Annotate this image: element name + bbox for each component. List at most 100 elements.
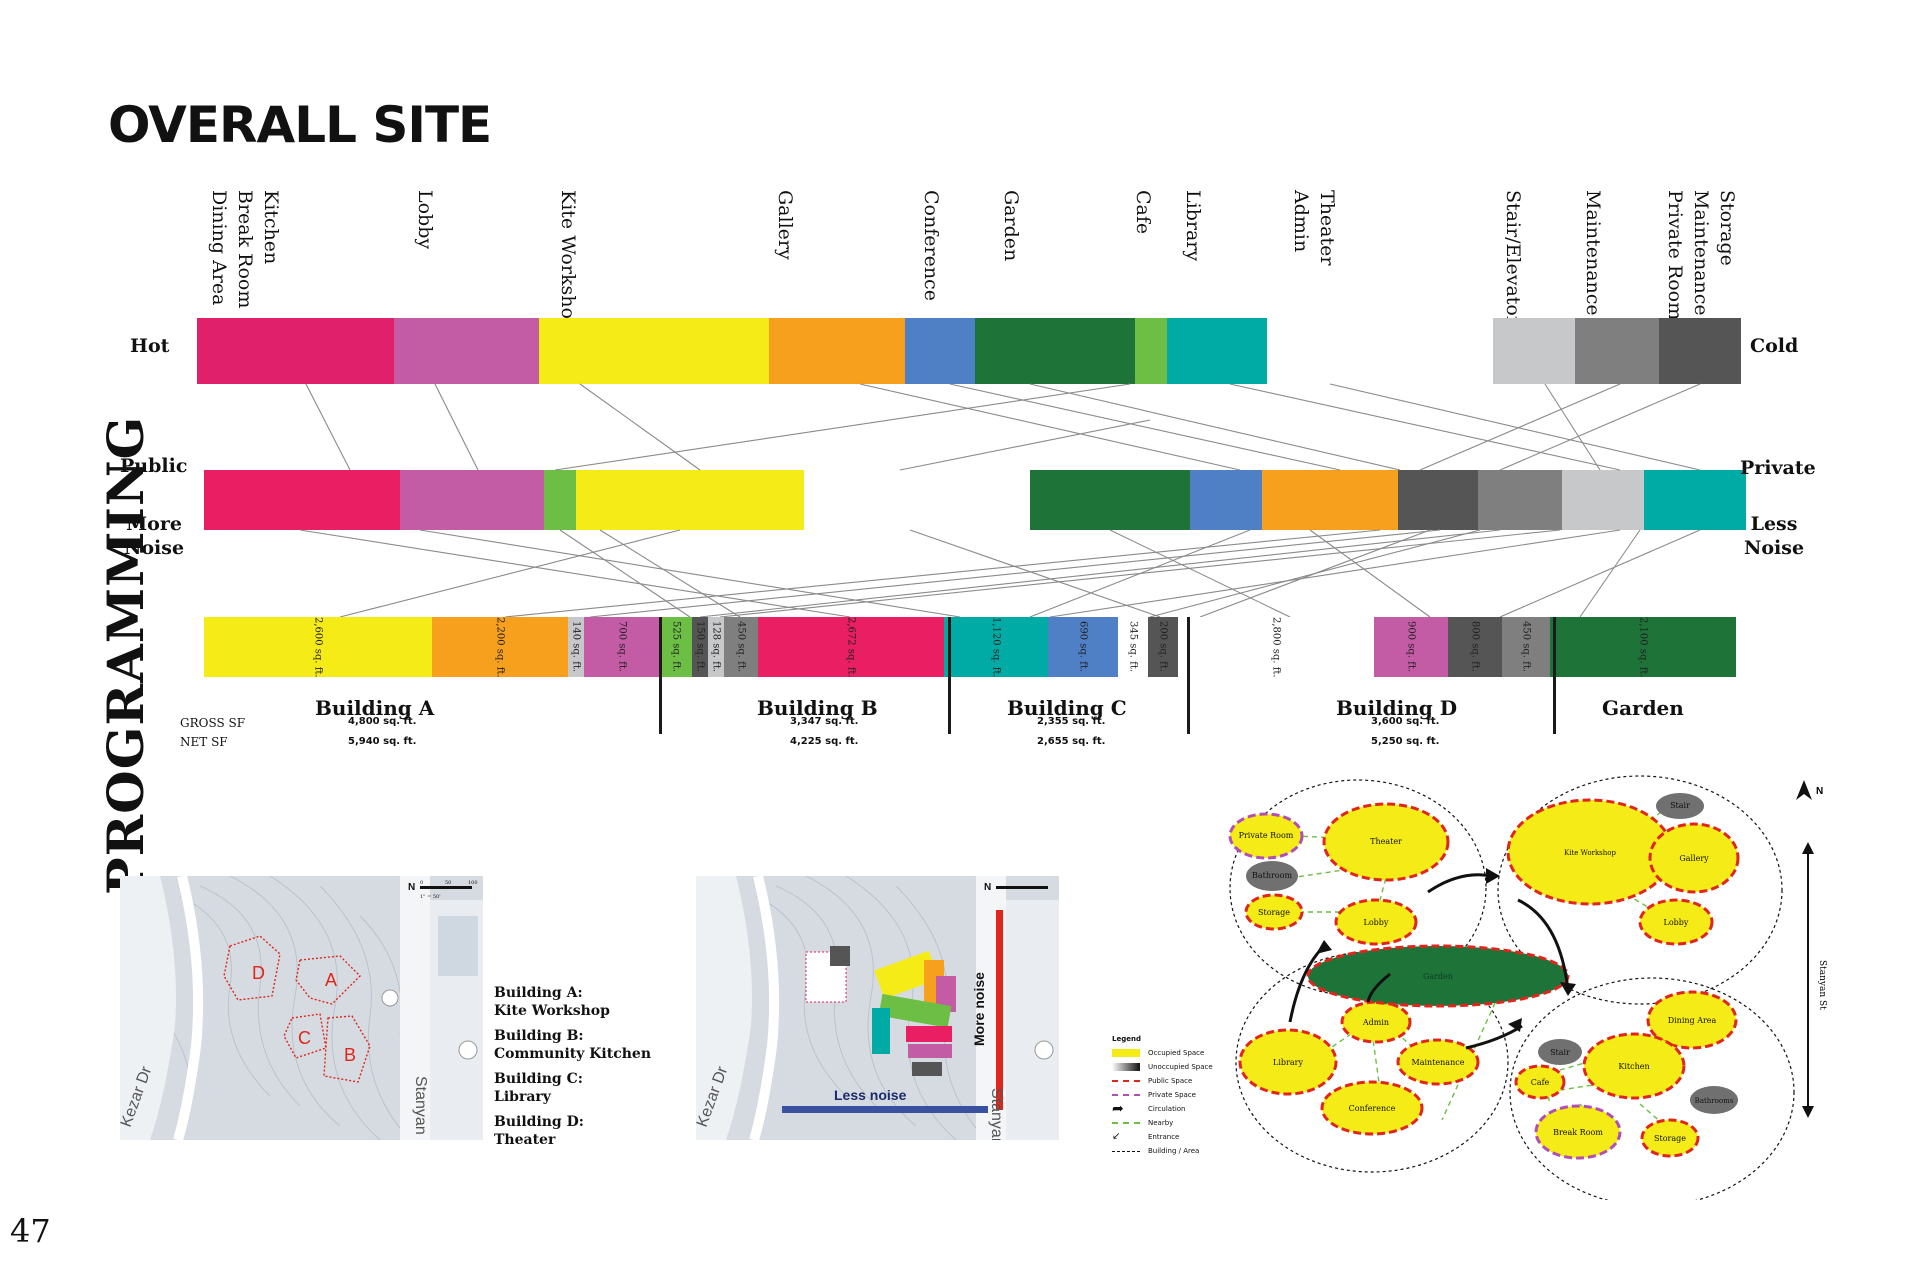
map1-street-right: Stanyan — [412, 1076, 429, 1135]
row2-segment — [400, 470, 544, 530]
less-noise-label: Less Noise — [1744, 513, 1805, 559]
legend-entrance: Entrance — [1148, 1133, 1180, 1141]
row3-segment: 140 sq. ft. — [568, 617, 584, 677]
node-lobby-2: Lobby — [1664, 918, 1689, 927]
divider-d-garden — [1553, 617, 1556, 734]
row2-segment — [1644, 470, 1746, 530]
building-d-gross: 3,600 sq. ft. — [1371, 716, 1440, 727]
row2-segment — [1262, 470, 1398, 530]
site-map-buildings: D A C B Kezar Dr Stanyan N 0 50 100 1" =… — [120, 876, 483, 1140]
row3-segment-label: 150 sq. ft. — [694, 621, 706, 673]
row1-label: Lobby — [414, 190, 436, 250]
legend-occupied: Occupied Space — [1148, 1049, 1205, 1057]
row1-label: Kite Workshop — [557, 190, 579, 332]
svg-text:100: 100 — [468, 880, 478, 886]
legend-circulation: Circulation — [1148, 1105, 1186, 1113]
row1-segment — [1659, 318, 1741, 384]
node-private-room: Private Room — [1239, 831, 1294, 840]
building-d-net: 5,250 sq. ft. — [1371, 736, 1440, 747]
building-a-net: 5,940 sq. ft. — [348, 736, 417, 747]
row3-segment-label: 1,120 sq. ft. — [990, 616, 1002, 678]
page-number: 47 — [10, 1212, 51, 1250]
more-noise-text: More noise — [971, 972, 987, 1046]
row1-label: Cafe — [1132, 190, 1154, 235]
node-maintenance: Maintenance — [1412, 1058, 1465, 1067]
row1-segment — [1167, 318, 1267, 384]
row3-segment: 150 sq. ft. — [692, 617, 708, 677]
node-kite-workshop: Kite Workshop — [1564, 849, 1616, 857]
public-private-band — [204, 470, 1746, 530]
map1-north: N — [408, 882, 415, 893]
map1-letter-a: A — [325, 970, 337, 990]
row3-segment-label: 900 sq. ft. — [1405, 621, 1417, 673]
row1-label: Storage Maintenance Private Room — [1664, 190, 1738, 321]
legend-nearby: Nearby — [1148, 1119, 1174, 1127]
row3-segment: 200 sq. ft. — [1148, 617, 1178, 677]
node-garden: Garden — [1423, 972, 1453, 981]
row3-segment: 1,120 sq. ft. — [944, 617, 1048, 677]
row2-segment — [804, 470, 1030, 530]
row3-segment: 345 sq. ft. — [1118, 617, 1148, 677]
row2-segment — [576, 470, 804, 530]
private-label: Private — [1740, 457, 1816, 479]
map1-letter-b: B — [344, 1045, 356, 1065]
row3-segment-label: 345 sq. ft. — [1127, 621, 1139, 673]
row3-segment-label: 450 sq. ft. — [1520, 621, 1532, 673]
gross-sf-label: GROSS SF — [180, 716, 246, 730]
connector-lines — [299, 383, 1701, 618]
legend-title: Legend — [1112, 1035, 1141, 1043]
building-key-item: Building A:Kite Workshop — [494, 985, 610, 1019]
building-b-name: Building B — [757, 696, 878, 720]
node-kitchen: Kitchen — [1618, 1062, 1649, 1071]
net-sf-label: NET SF — [180, 735, 228, 749]
row1-segment — [197, 318, 394, 384]
row3-segment-label: 140 sq. ft. — [570, 621, 582, 673]
node-lobby-1: Lobby — [1364, 918, 1389, 927]
bubble-diagram: Private Room Theater Bathroom Storage Lo… — [1228, 775, 1827, 1200]
divider-b-c — [948, 617, 951, 734]
building-d-name: Building D — [1336, 696, 1458, 720]
row1-label: Theater Admin — [1290, 190, 1338, 266]
building-c-gross: 2,355 sq. ft. — [1037, 716, 1106, 727]
building-c-name: Building C — [1007, 696, 1127, 720]
row2-segment — [544, 470, 576, 530]
building-b-gross: 3,347 sq. ft. — [790, 716, 859, 727]
node-dining-area: Dining Area — [1668, 1016, 1717, 1025]
legend-public: Public Space — [1148, 1077, 1193, 1085]
row3-segment: 2,672 sq. ft. — [758, 617, 944, 677]
map2-street-right: Stanyan — [988, 1088, 1005, 1140]
building-key-item: Building C:Library — [494, 1071, 583, 1105]
row3-segment: 128 sq. ft. — [708, 617, 724, 677]
row1-segment — [1575, 318, 1659, 384]
node-bathrooms: Bathrooms — [1695, 1097, 1734, 1105]
row3-segment: 900 sq. ft. — [1374, 617, 1448, 677]
row2-segment — [1562, 470, 1644, 530]
row1-segment — [905, 318, 975, 384]
hot-label: Hot — [130, 335, 170, 357]
row3-segment: 2,200 sq. ft. — [432, 617, 568, 677]
building-b-net: 4,225 sq. ft. — [790, 736, 859, 747]
row3-segment-label: 525 sq. ft. — [670, 621, 682, 673]
row3-segment-label: 200 sq. ft. — [1157, 621, 1169, 673]
row3-segment-label: 128 sq. ft. — [710, 621, 722, 673]
node-storage-1: Storage — [1258, 908, 1290, 917]
row3-segment-label: 700 sq. ft. — [616, 621, 628, 673]
map2-north: N — [984, 882, 991, 893]
row3-segment-label: 450 sq. ft. — [735, 621, 747, 673]
legend-unoccupied: Unoccupied Space — [1148, 1063, 1213, 1071]
page-title: OVERALL SITE — [108, 96, 492, 154]
bubble-north: N — [1816, 786, 1823, 797]
row1-label: Garden — [1000, 190, 1022, 262]
building-a-gross: 4,800 sq. ft. — [348, 716, 417, 727]
row3-segment-label: 2,200 sq. ft. — [494, 616, 506, 678]
svg-text:1" = 50': 1" = 50' — [420, 894, 441, 900]
row1-segment — [769, 318, 905, 384]
row3-segment: 525 sq. ft. — [660, 617, 692, 677]
row2-segment — [1190, 470, 1262, 530]
row3-segment-label: 2,600 sq. ft. — [312, 616, 324, 678]
row1-label: Stair/Elevator — [1502, 190, 1524, 325]
site-map-noise: Less noise More noise Kezar Dr Stanyan N — [696, 876, 1059, 1140]
building-c-net: 2,655 sq. ft. — [1037, 736, 1106, 747]
node-admin: Admin — [1362, 1018, 1389, 1027]
row3-segment: 450 sq. ft. — [724, 617, 758, 677]
